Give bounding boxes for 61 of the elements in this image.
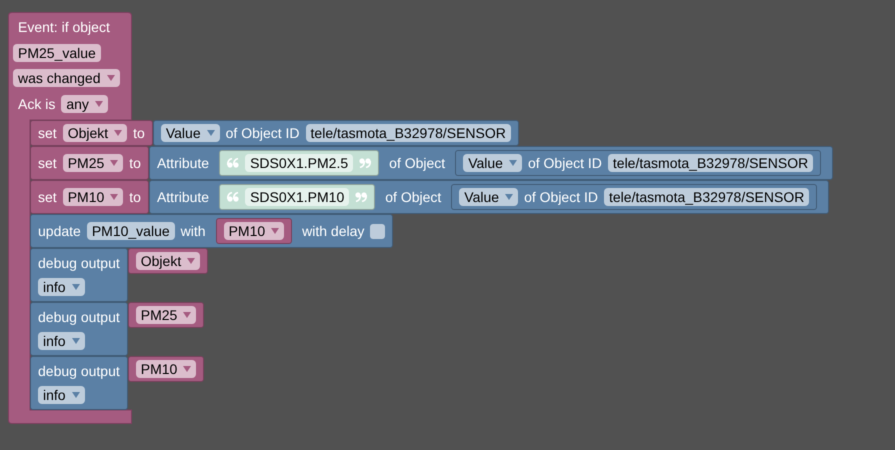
block-label: Event: if object <box>18 18 110 36</box>
text-field: tele/tasmota_B32978/SENSOR <box>604 188 810 206</box>
block-label: with delay <box>302 222 364 240</box>
block-label: with <box>180 222 206 240</box>
dropdown: PM10 <box>224 222 284 240</box>
dropdown: Objekt <box>62 124 128 142</box>
block-label: Attribute <box>156 188 210 206</box>
debug-output-block <box>30 356 128 410</box>
variable-block <box>128 302 204 328</box>
dropdown: any <box>61 95 108 114</box>
block-label: set <box>38 154 57 172</box>
attribute-block <box>148 180 830 214</box>
dropdown: Value <box>459 188 518 206</box>
update-block <box>30 214 394 248</box>
dropdown: was changed <box>13 69 120 88</box>
dropdown: PM10 <box>62 188 124 206</box>
dropdown: Value <box>463 154 522 172</box>
object-value-block <box>152 120 519 146</box>
block-label: to <box>129 154 141 172</box>
text-field: PM10_value <box>86 222 175 240</box>
debug-output-block <box>30 248 128 302</box>
block-label: debug output <box>38 309 120 326</box>
variable-block <box>128 356 204 382</box>
block-label: of Object <box>385 188 442 206</box>
variable-block <box>216 218 292 244</box>
dropdown: Value <box>160 124 220 142</box>
attribute-block <box>148 146 834 180</box>
block-label: to <box>129 188 141 206</box>
block-label: of Object ID <box>226 124 300 142</box>
text-field: tele/tasmota_B32978/SENSOR <box>306 124 511 142</box>
text-field: SDS0X1.PM2.5 <box>245 154 354 172</box>
block-label: update <box>38 222 81 240</box>
object-value-block <box>455 150 822 176</box>
set-variable-block <box>30 146 149 180</box>
set-variable-block <box>30 120 153 146</box>
block-label: Ack is <box>18 96 56 113</box>
dropdown: PM10 <box>136 360 196 378</box>
block-label: of Object <box>389 154 446 172</box>
block-label: to <box>133 124 145 142</box>
text-block <box>219 184 376 210</box>
variable-block <box>128 248 208 274</box>
text-field: tele/tasmota_B32978/SENSOR <box>608 154 814 172</box>
dropdown: info <box>38 332 85 350</box>
dropdown: PM25 <box>136 306 196 324</box>
block-label: set <box>38 124 57 142</box>
block-label: of Object ID <box>524 188 598 206</box>
block-label: debug output <box>38 363 120 380</box>
text-field: SDS0X1.PM10 <box>245 188 350 206</box>
text-block <box>219 150 380 176</box>
debug-output-block <box>30 302 128 356</box>
dropdown: Objekt <box>136 252 200 270</box>
block-label: set <box>38 188 57 206</box>
set-variable-block <box>30 180 149 214</box>
object-value-block <box>451 184 818 210</box>
dropdown: PM25 <box>62 154 124 172</box>
dropdown: info <box>38 386 85 404</box>
dropdown: info <box>38 278 85 296</box>
text-field: PM25_value <box>13 44 101 62</box>
block-label: Attribute <box>156 154 210 172</box>
block-label: debug output <box>38 255 120 272</box>
block-label: of Object ID <box>528 154 602 172</box>
